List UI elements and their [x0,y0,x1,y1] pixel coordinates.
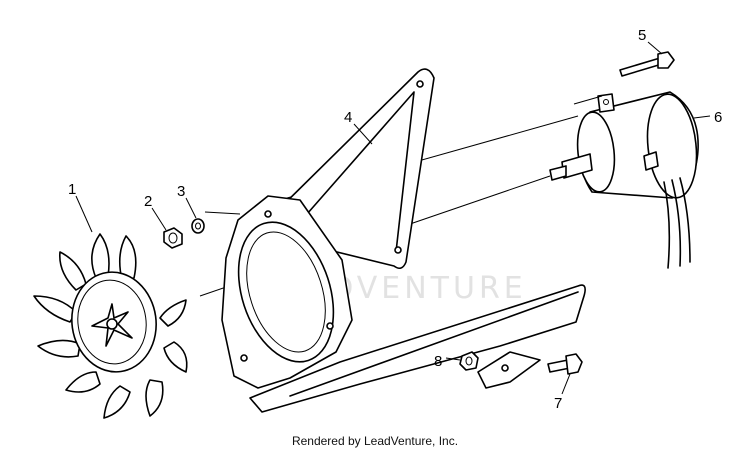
fan-motor [549,91,699,269]
nut-lower-body [459,351,479,371]
foot-hole [501,364,509,372]
callout-4: 4 [344,109,352,126]
fan-blade [33,233,188,419]
leader-8 [445,357,461,361]
fan-hub-star [91,303,133,347]
shroud-hole-br [326,322,334,330]
bracket-hole-bottom [394,246,402,254]
nut [163,227,183,249]
fan-hub-inner [77,279,147,365]
fan-blade-bottom [103,385,131,419]
callout-6: 6 [714,109,722,126]
motor-terminal-block [643,151,659,171]
bracket-hole-top [416,80,424,88]
callout-3: 3 [177,183,185,200]
leader-3 [185,197,197,219]
screw-top [573,51,675,105]
leader-1 [75,195,93,233]
screw-shank [619,57,663,77]
fan-shroud [221,195,353,389]
shroud-inner-ring [246,231,326,353]
bracket-brace [299,91,415,253]
callout-1: 1 [68,181,76,198]
bolt-centerline [204,211,241,215]
callout-2: 2 [144,193,152,210]
fan-blade-left [33,295,77,323]
bolt-head [565,353,583,375]
leader-lines [75,41,711,395]
leader-2 [151,207,167,231]
washer-hole [195,222,201,230]
screw-leader [573,95,603,105]
nut-bore [168,232,178,244]
lower-support [249,284,586,413]
shroud-hole-bl [240,354,248,362]
motor-shaft-tip [549,165,567,181]
fan-blade-left-top [59,251,87,291]
leader-5 [647,41,663,55]
fan-blade-right [163,341,188,373]
callout-7: 7 [554,395,562,412]
leader-6 [693,115,711,119]
lower-rod [289,291,579,397]
fan-blade-right-top [159,299,187,327]
nut-body [163,227,183,249]
motor-end-cap [646,93,698,199]
motor-lead-3 [679,177,691,263]
leader-4 [353,123,373,145]
fan-blade-top [91,233,110,279]
washer [191,218,205,234]
fan-blade-bottom-right [145,379,164,417]
fan-hub-bore [106,318,118,330]
washer-ring [191,218,205,234]
motor-lead-1 [663,181,671,269]
lower-foot [477,351,541,389]
callout-5: 5 [638,27,646,44]
motor-mount-tab [597,93,615,113]
motor-lead-2 [671,179,682,267]
fan-blade-bottom-left [65,371,101,393]
callout-8: 8 [434,353,442,370]
render-caption: Rendered by LeadVenture, Inc. [291,434,459,448]
bolt-lower [547,353,583,375]
mount-tab-hole [603,99,609,105]
leader-7 [561,373,571,395]
nut-lower [459,351,479,371]
callouts: 1 2 3 4 5 6 7 8 [68,27,722,412]
fan-blade-left-bottom [37,339,81,358]
screw-head [657,51,675,69]
shroud-hole-tl [264,210,272,218]
nut-lower-bore [465,356,473,366]
